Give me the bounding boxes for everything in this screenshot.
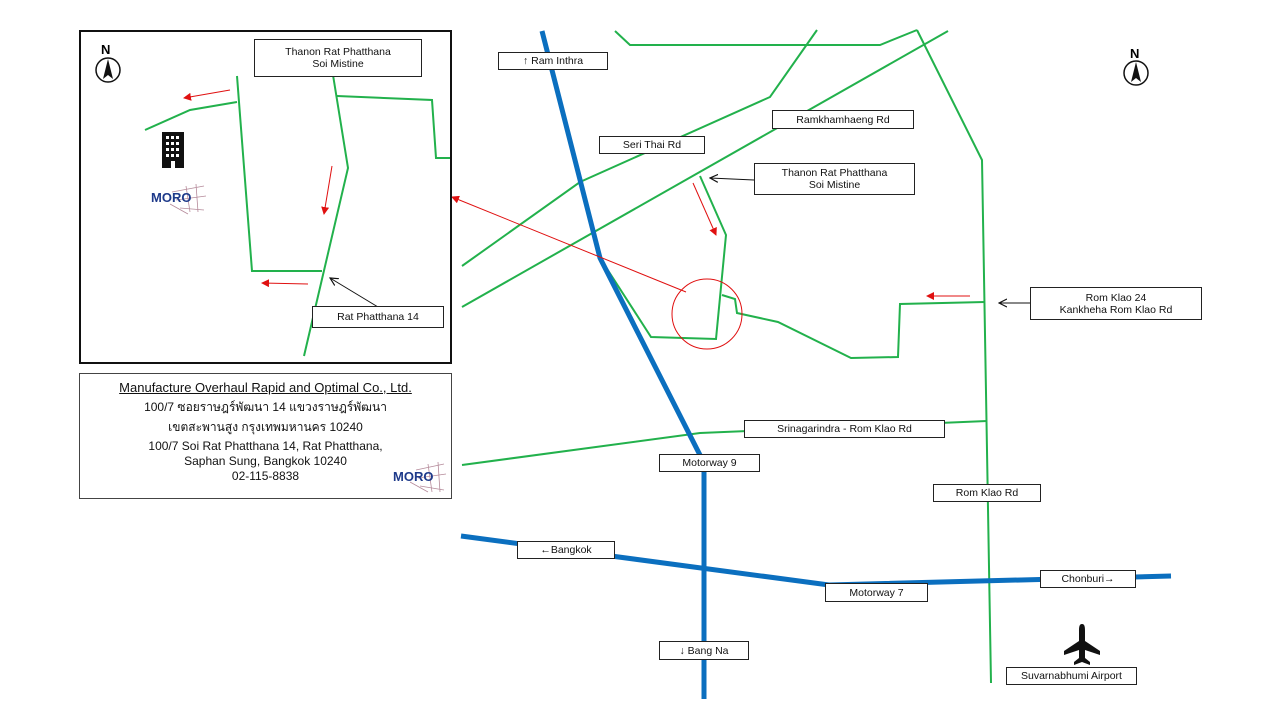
inset-connector-line bbox=[451, 195, 687, 293]
ram-inthra-top-road bbox=[614, 29, 918, 46]
inset-road-left bbox=[144, 101, 238, 131]
label-line: Thanon Rat Phatthana bbox=[781, 167, 888, 179]
label-text: ↑ Ram Inthra bbox=[522, 55, 584, 67]
label-motorway-9: Motorway 9 bbox=[659, 454, 760, 472]
inset-road-right bbox=[336, 95, 450, 159]
motorways bbox=[460, 30, 1172, 699]
label-line: Kankheha Rom Klao Rd bbox=[1059, 303, 1173, 316]
building-icon bbox=[162, 132, 184, 168]
label-ram-inthra: ↑ Ram Inthra bbox=[498, 52, 608, 70]
address-thai-line: 100/7 ซอยราษฎร์พัฒนา 14 แขวงราษฎร์พัฒนา bbox=[144, 400, 387, 414]
airplane-icon bbox=[1064, 624, 1100, 665]
phone-number: 02-115-8838 bbox=[231, 469, 300, 483]
ramkhamhaeng-road bbox=[461, 30, 949, 308]
main-roads bbox=[461, 29, 992, 684]
address-en-line: 100/7 Soi Rat Phatthana 14, Rat Phatthan… bbox=[148, 439, 383, 453]
inset-direction-arrow bbox=[183, 89, 231, 101]
moro-logo: MORO bbox=[393, 461, 447, 493]
label-text: Suvarnabhumi Airport bbox=[1021, 670, 1122, 682]
label-line: Rat Phatthana 14 bbox=[337, 311, 419, 323]
address-en-line: Saphan Sung, Bangkok 10240 bbox=[184, 454, 347, 468]
inset-label-rat-phatthana-mistine: Thanon Rat Phatthana Soi Mistine bbox=[254, 39, 422, 77]
rom-klao-road bbox=[916, 29, 992, 684]
label-text: Motorway 9 bbox=[682, 457, 737, 469]
label-bangkok: ←Bangkok bbox=[517, 541, 615, 559]
label-rat-phatthana-mistine: Thanon Rat Phatthana Soi Mistine bbox=[754, 163, 915, 195]
inset-pointer-arrow bbox=[330, 278, 379, 308]
label-seri-thai: Seri Thai Rd bbox=[599, 136, 705, 154]
moro-logo-text: MORO bbox=[393, 469, 433, 484]
label-rom-klao-24: Rom Klao 24 Kankheha Rom Klao Rd bbox=[1030, 287, 1202, 320]
inset-map-frame bbox=[79, 30, 452, 364]
motorway-9-line bbox=[539, 30, 707, 699]
inset-rat-phatthana bbox=[303, 74, 350, 357]
label-ramkhamhaeng: Ramkhamhaeng Rd bbox=[772, 110, 914, 129]
label-bang-na: ↓ Bang Na bbox=[659, 641, 749, 660]
direction-arrow bbox=[692, 182, 717, 236]
label-motorway-7: Motorway 7 bbox=[825, 583, 928, 602]
pointer-arrow bbox=[710, 178, 755, 180]
moro-logo: MORO bbox=[151, 183, 207, 215]
address-thai-line: เขตสะพานสูง กรุงเทพมหานคร 10240 bbox=[168, 420, 363, 434]
label-text: Ramkhamhaeng Rd bbox=[796, 113, 890, 126]
rat-phatthana-road bbox=[599, 175, 728, 341]
inset-roads bbox=[144, 74, 450, 357]
address-box: Manufacture Overhaul Rapid and Optimal C… bbox=[79, 373, 452, 499]
label-chonburi: Chonburi→ bbox=[1040, 570, 1136, 588]
label-line: Rom Klao 24 bbox=[1085, 291, 1147, 304]
compass-icon bbox=[95, 57, 121, 83]
north-letter: N bbox=[1130, 46, 1140, 61]
label-text: Srinagarindra - Rom Klao Rd bbox=[777, 423, 912, 435]
label-text: Motorway 7 bbox=[849, 586, 904, 599]
label-rom-klao: Rom Klao Rd bbox=[933, 484, 1041, 502]
company-name: Manufacture Overhaul Rapid and Optimal C… bbox=[119, 380, 412, 395]
inset-road-vertical bbox=[236, 75, 322, 272]
rom-klao-24-road bbox=[721, 294, 986, 360]
label-text: Seri Thai Rd bbox=[622, 139, 682, 151]
north-letter: N bbox=[101, 42, 111, 57]
inset-direction-arrow bbox=[321, 165, 333, 215]
label-text: ↓ Bang Na bbox=[679, 644, 729, 657]
label-text: Rom Klao Rd bbox=[955, 487, 1019, 499]
inset-label-rat-phatthana-14: Rat Phatthana 14 bbox=[312, 306, 444, 328]
moro-logo-text: MORO bbox=[151, 190, 191, 205]
inset-direction-arrow bbox=[261, 279, 309, 288]
label-line: Soi Mistine bbox=[312, 58, 364, 70]
label-text: Chonburi→ bbox=[1061, 573, 1115, 585]
label-line: Soi Mistine bbox=[808, 179, 861, 191]
label-text: ←Bangkok bbox=[540, 544, 592, 556]
label-line: Thanon Rat Phatthana bbox=[285, 46, 391, 58]
compass-icon bbox=[1123, 60, 1149, 86]
label-airport: Suvarnabhumi Airport bbox=[1006, 667, 1137, 685]
label-srinagarindra: Srinagarindra - Rom Klao Rd bbox=[744, 420, 945, 438]
location-circle bbox=[671, 278, 743, 350]
